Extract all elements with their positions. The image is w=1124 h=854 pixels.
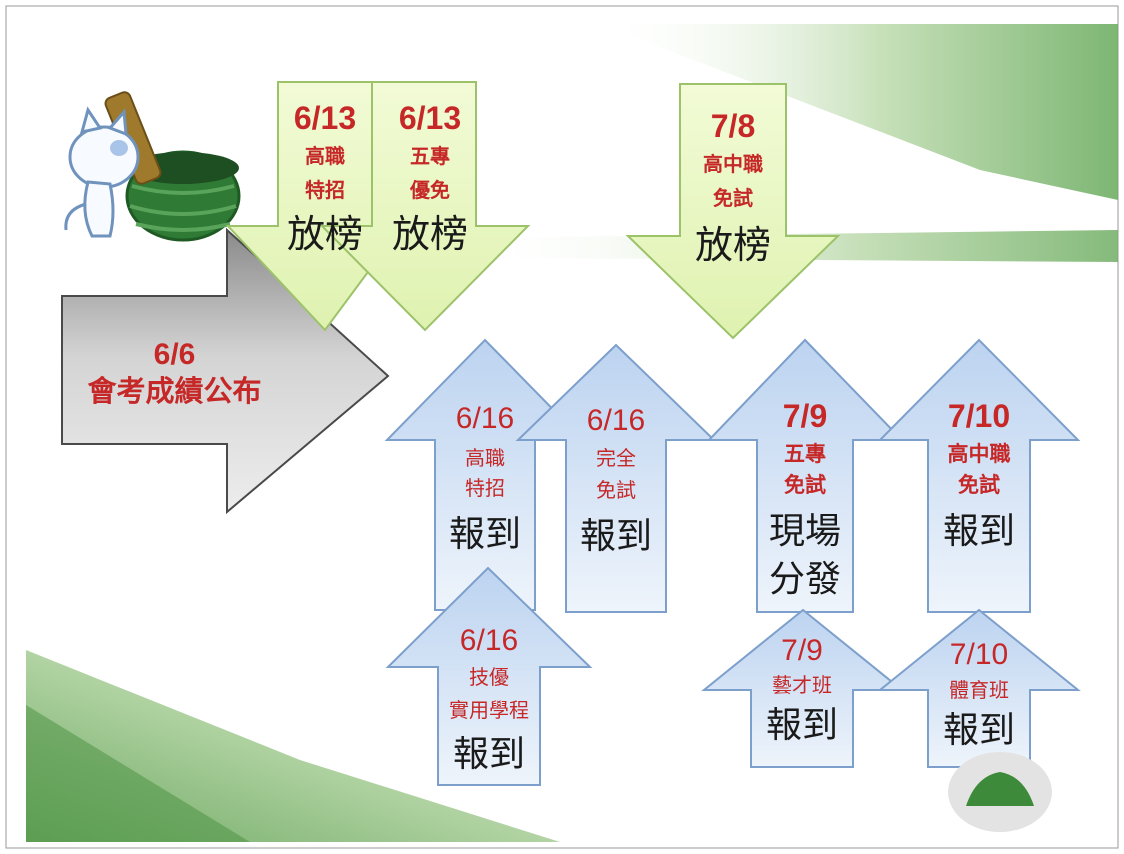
registration-action: 報到 xyxy=(765,705,838,746)
registration-action: 報到 xyxy=(579,516,652,557)
cat-mascot-icon xyxy=(64,91,241,242)
release-program-line: 免試 xyxy=(713,186,753,210)
registration-program-line: 免試 xyxy=(784,473,826,497)
registration-program-line: 高職 xyxy=(465,446,505,470)
release-action: 放榜 xyxy=(391,212,468,256)
release-date: 7/8 xyxy=(710,108,756,144)
registration-date: 7/9 xyxy=(781,634,823,667)
registration-program-line: 五專 xyxy=(784,442,826,466)
registration-date: 6/16 xyxy=(455,402,515,435)
registration-arrow-5 xyxy=(385,566,593,786)
release-program-line: 五專 xyxy=(410,144,450,168)
release-arrow-2 xyxy=(319,81,531,332)
registration-date: 7/9 xyxy=(782,398,828,434)
registration-action: 報到 xyxy=(452,734,525,775)
registration-action: 報到 xyxy=(448,514,521,555)
registration-date: 6/16 xyxy=(459,624,519,657)
registration-program-line: 特招 xyxy=(465,476,505,500)
release-program-line: 高中職 xyxy=(703,152,763,176)
announcement-date: 6/6 xyxy=(153,338,196,371)
announcement-arrow xyxy=(61,227,390,515)
registration-arrow-3 xyxy=(706,338,905,613)
registration-program-line: 藝才班 xyxy=(772,673,832,697)
registration-date: 7/10 xyxy=(949,638,1009,671)
registration-action: 現場 xyxy=(768,511,841,552)
bowl-decoration-icon xyxy=(948,752,1052,832)
registration-program-line: 免試 xyxy=(596,478,636,502)
release-program-line: 高職 xyxy=(305,144,345,168)
registration-action: 分發 xyxy=(768,559,841,600)
registration-program-line: 免試 xyxy=(958,473,1000,497)
release-program-line: 特招 xyxy=(305,178,345,202)
registration-date: 7/10 xyxy=(947,398,1011,434)
release-arrow-3 xyxy=(625,83,841,340)
registration-action: 報到 xyxy=(942,511,1015,552)
registration-arrow-2 xyxy=(515,343,717,613)
registration-program-line: 體育班 xyxy=(949,678,1009,702)
registration-arrow-7 xyxy=(877,608,1081,768)
announcement-text: 會考成績公布 xyxy=(87,374,262,408)
registration-program-line: 高中職 xyxy=(947,442,1011,466)
release-date: 6/13 xyxy=(293,100,357,136)
release-date: 6/13 xyxy=(398,100,462,136)
registration-arrow-1 xyxy=(384,338,586,611)
release-action: 放榜 xyxy=(286,212,363,256)
registration-program-line: 完全 xyxy=(596,446,636,470)
release-action: 放榜 xyxy=(694,223,771,267)
slide-border xyxy=(5,5,1119,849)
registration-program-line: 技優 xyxy=(469,665,509,689)
registration-arrow-4 xyxy=(877,338,1081,613)
registration-action: 報到 xyxy=(942,710,1015,751)
registration-date: 6/16 xyxy=(586,404,646,437)
registration-program-line: 實用學程 xyxy=(449,698,529,722)
registration-arrow-6 xyxy=(701,608,905,768)
release-program-line: 優免 xyxy=(410,178,450,202)
